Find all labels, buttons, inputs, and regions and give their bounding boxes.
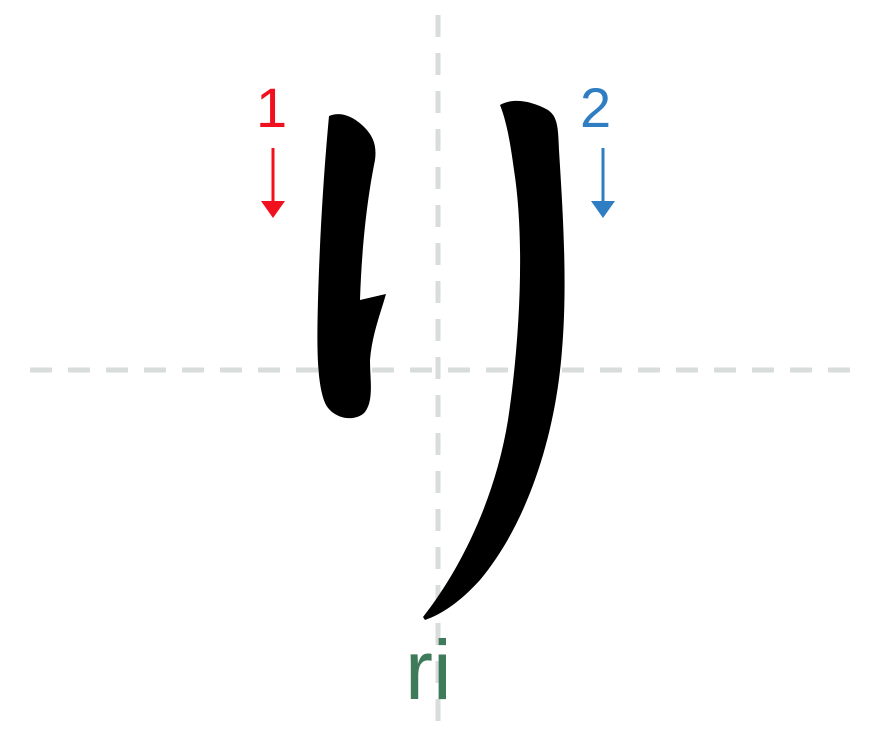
stroke-2-arrow xyxy=(591,148,615,218)
romaji-label: ri xyxy=(405,623,452,717)
stroke-1-shape xyxy=(317,114,386,419)
stroke-1-arrow xyxy=(261,148,285,218)
stroke-2-number: 2 xyxy=(580,76,612,139)
stroke-2-shape xyxy=(423,100,565,621)
stroke-1-number: 1 xyxy=(256,76,288,139)
